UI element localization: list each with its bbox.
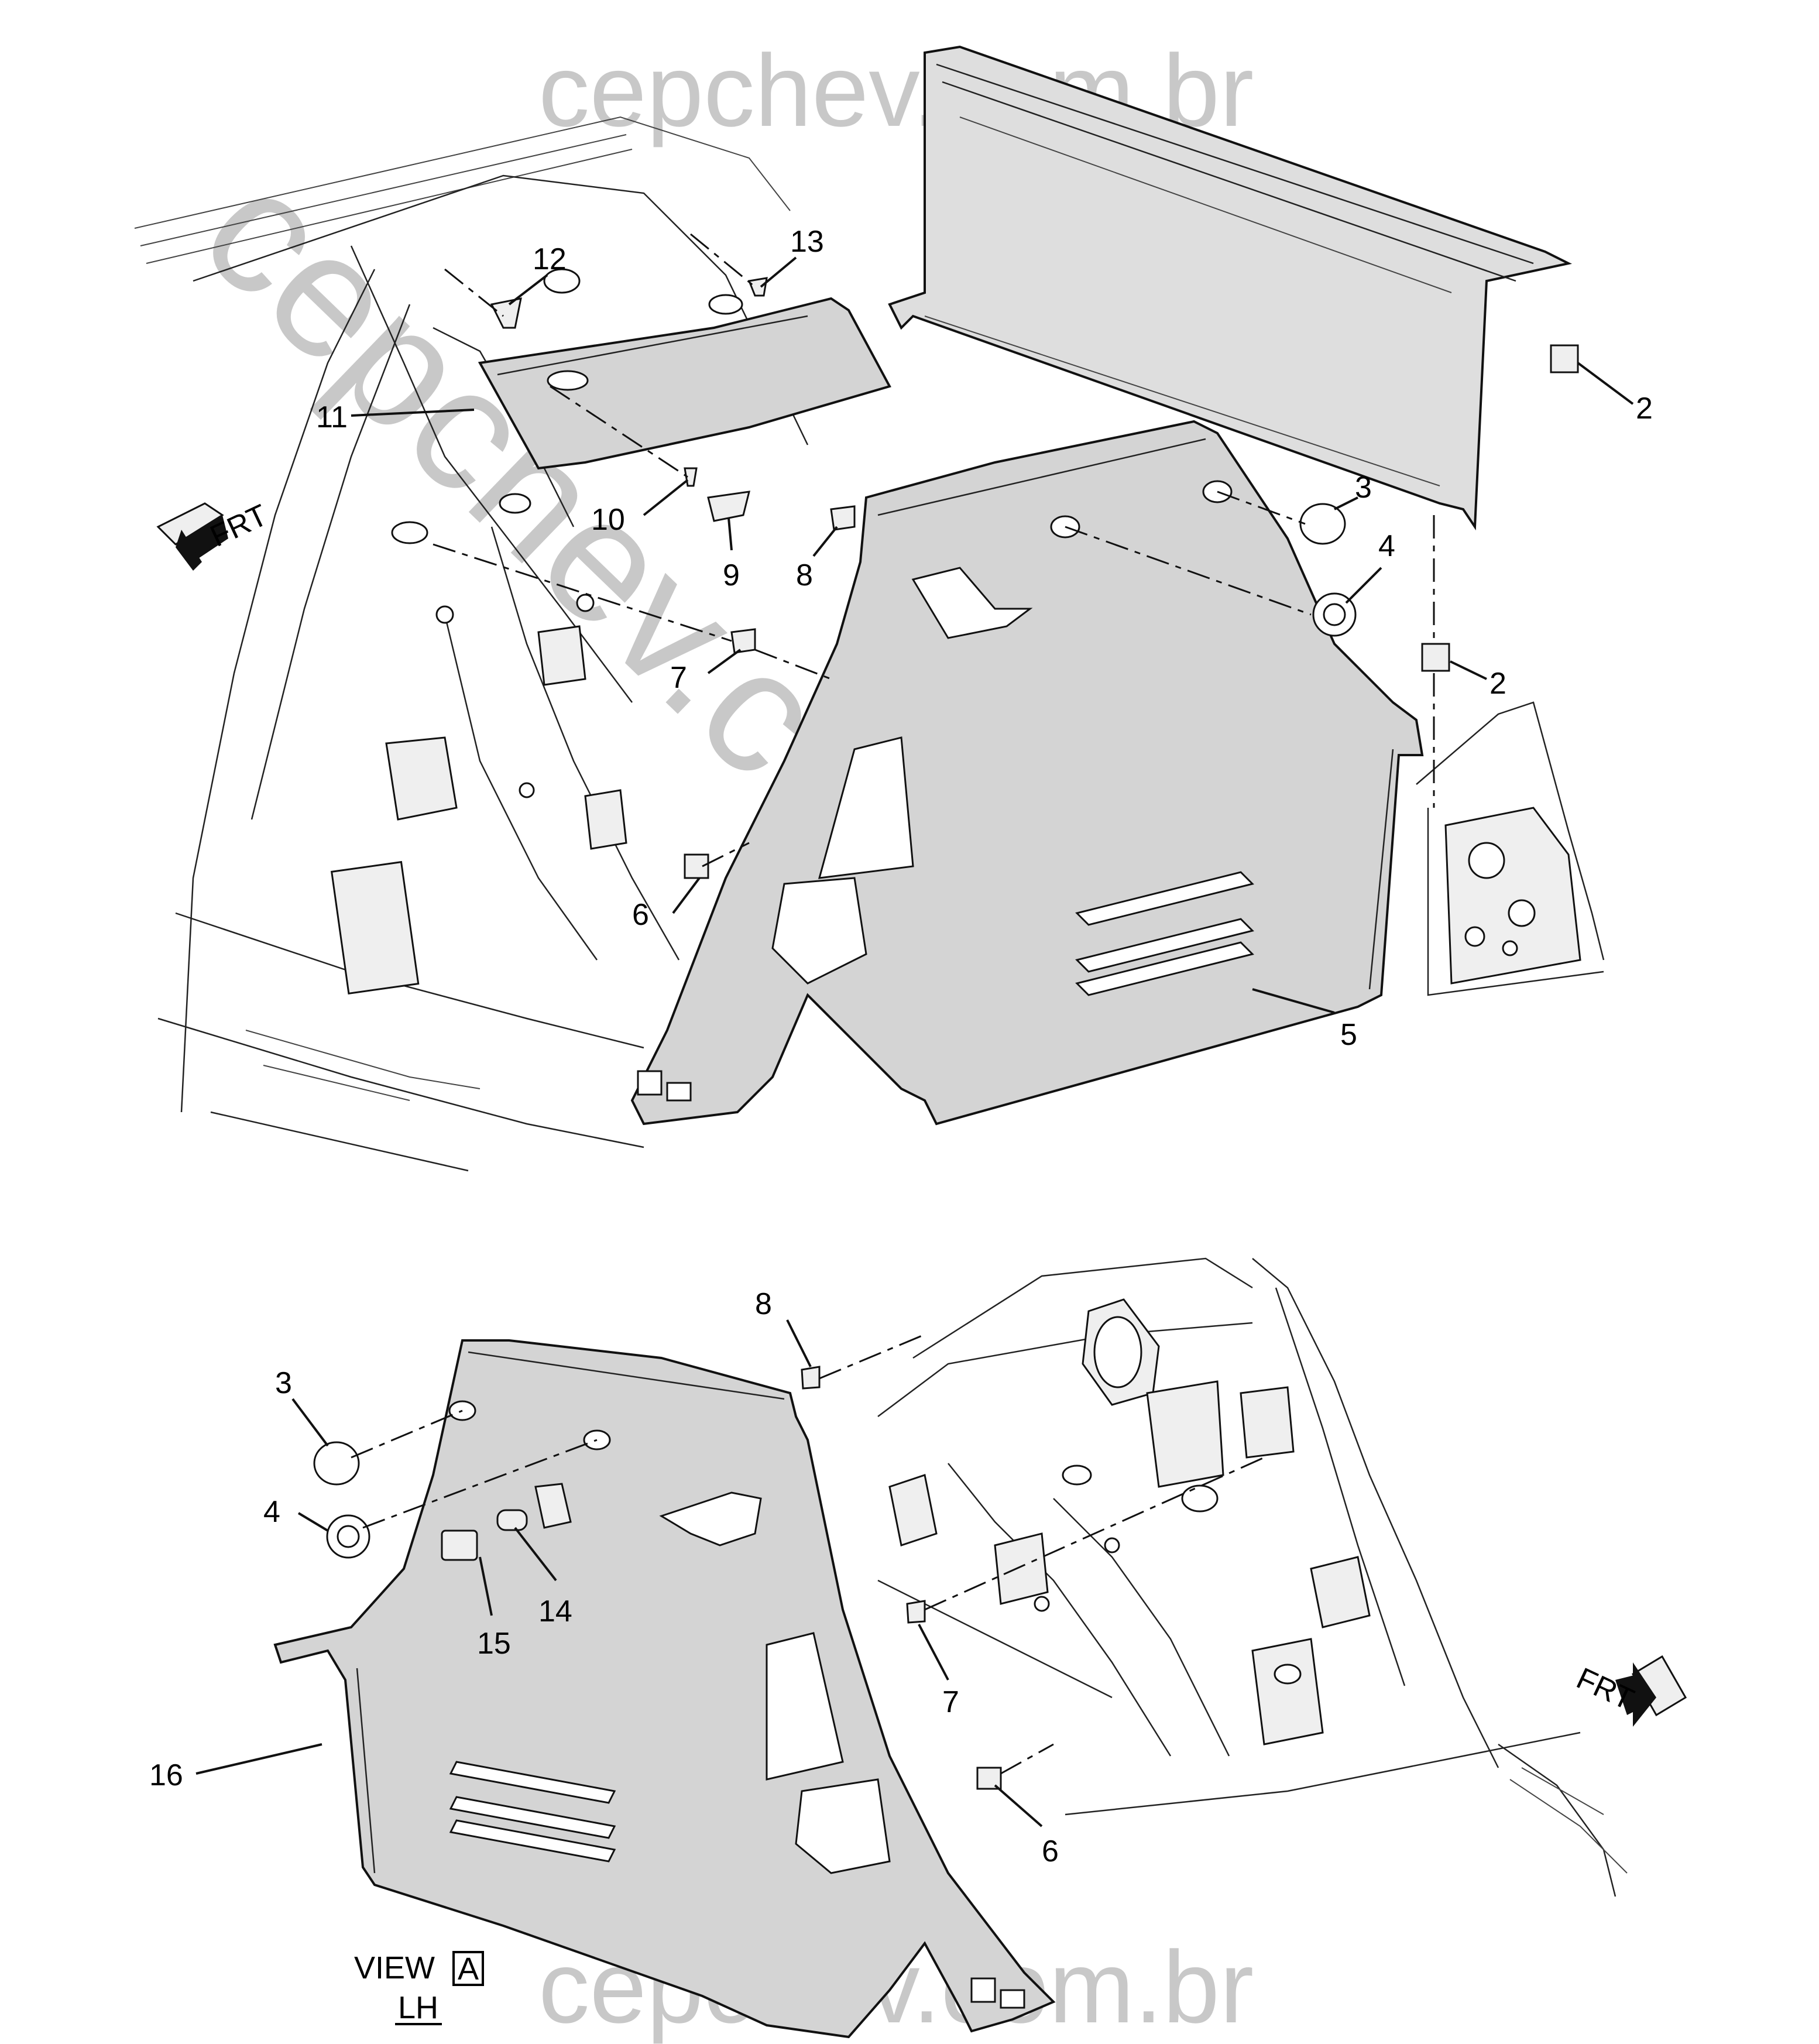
upper-fasteners [490, 277, 1579, 879]
lower-leader-lines [195, 1319, 1043, 1827]
callout-7-upper: 7 [670, 661, 687, 695]
callout-9-upper: 9 [723, 558, 740, 592]
lower-callouts: 3 4 6 7 8 14 15 16 [149, 1287, 1059, 1868]
upper-leader-lines [351, 256, 1634, 1014]
upper-body-structure [134, 116, 1605, 1172]
callout-16-lower: 16 [149, 1758, 183, 1792]
callout-15-lower: 15 [477, 1627, 511, 1661]
rear-quarter-trim-panel-lower [273, 1339, 1056, 2039]
view-side: LH [398, 1990, 438, 2025]
frt-arrow-lower: FRT [1571, 1655, 1687, 1727]
upper-alignment-lines [433, 233, 1435, 867]
callout-6-lower: 6 [1042, 1834, 1059, 1868]
callout-6-upper: 6 [632, 898, 649, 932]
lower-fasteners [313, 1366, 1002, 1790]
callout-11-upper: 11 [316, 400, 348, 434]
callout-3-upper: 3 [1355, 471, 1372, 505]
callout-4-lower: 4 [263, 1495, 280, 1529]
view-letter-box [452, 1951, 484, 1986]
rear-quarter-trim-panel-upper [630, 420, 1424, 1126]
view-text: VIEW [354, 1950, 435, 1985]
upper-pillar-trim [478, 297, 891, 470]
callout-7-lower: 7 [942, 1685, 959, 1719]
upper-bracket-left [330, 860, 420, 994]
callout-2-upper-b: 2 [1489, 667, 1506, 701]
frt-label-upper: FRT [205, 498, 273, 554]
callout-10-upper: 10 [591, 503, 625, 537]
view-letter: A [458, 1952, 479, 1987]
callout-14-lower: 14 [538, 1594, 572, 1628]
callout-13-upper: 13 [790, 225, 824, 259]
lower-body-structure [877, 1257, 1628, 1897]
rear-closeout-panel [888, 45, 1572, 531]
lower-alignment-lines [351, 1333, 1265, 1775]
upper-callouts: 2 2 3 4 5 6 7 8 9 10 11 12 13 [316, 225, 1653, 1052]
callout-4-upper: 4 [1378, 529, 1395, 563]
callout-8-lower: 8 [755, 1287, 772, 1321]
callout-3-lower: 3 [275, 1366, 292, 1400]
callout-12-upper: 12 [533, 242, 567, 276]
callout-8-upper: 8 [796, 558, 813, 592]
callout-5-upper: 5 [1340, 1018, 1357, 1052]
view-label: VIEW A LH [354, 1950, 484, 2025]
callout-2-upper-a: 2 [1636, 392, 1653, 426]
frt-arrow-upper: FRT [156, 498, 273, 571]
